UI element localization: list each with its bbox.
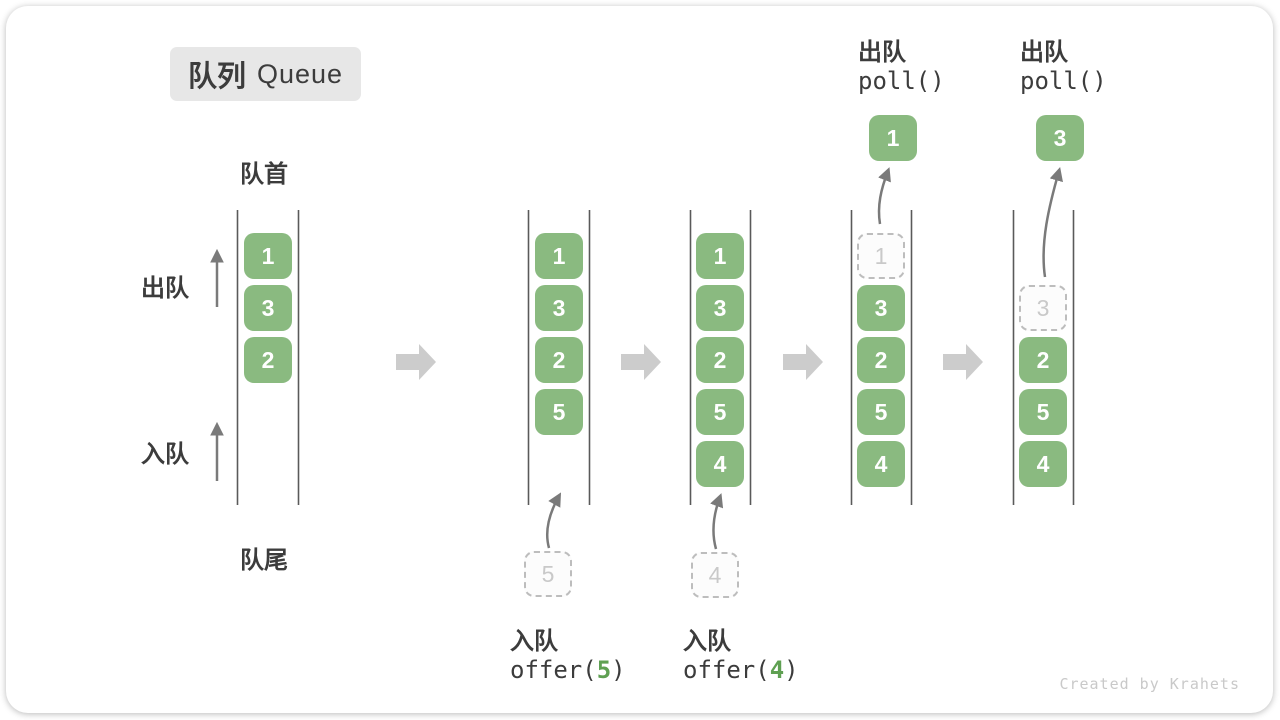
queue-box: 4 xyxy=(857,441,905,487)
title-zh: 队列 xyxy=(187,61,246,93)
poll2-code: poll() xyxy=(1020,67,1107,95)
watermark: Created by Krahets xyxy=(1059,675,1240,693)
out-box: 1 xyxy=(869,115,917,161)
queue-box: 5 xyxy=(1019,389,1067,435)
offer5-label: 入队 xyxy=(510,628,558,655)
label-queue-rear: 队尾 xyxy=(240,547,288,574)
queue-box: 2 xyxy=(1019,337,1067,383)
queue-box: 2 xyxy=(535,337,583,383)
queue-box: 5 xyxy=(535,389,583,435)
poll1-label: 出队 xyxy=(858,39,906,66)
queue-box: 2 xyxy=(244,337,292,383)
queue-box: 4 xyxy=(696,441,744,487)
code-post: ) xyxy=(611,656,626,684)
pending-box: 4 xyxy=(691,552,739,598)
queue-box: 4 xyxy=(1019,441,1067,487)
poll1-code: poll() xyxy=(858,67,945,95)
title-en: Queue xyxy=(256,58,344,89)
title-box: 队列 Queue xyxy=(170,47,361,101)
queue-box: 3 xyxy=(244,285,292,331)
code-arg: 5 xyxy=(596,656,612,684)
label-queue-front: 队首 xyxy=(240,161,288,188)
queue-box: 5 xyxy=(696,389,744,435)
offer4-label: 入队 xyxy=(683,628,731,655)
code-arg: 4 xyxy=(769,656,785,684)
queue-box: 1 xyxy=(244,233,292,279)
queue-box: 1 xyxy=(696,233,744,279)
code-post: ) xyxy=(784,656,799,684)
code-pre: offer( xyxy=(683,656,770,684)
queue-box: 3 xyxy=(535,285,583,331)
queue-box: 2 xyxy=(857,337,905,383)
queue-box: 3 xyxy=(696,285,744,331)
queue-box: 5 xyxy=(857,389,905,435)
offer4-code: offer(4) xyxy=(683,656,799,684)
pending-box: 5 xyxy=(524,551,572,597)
poll2-label: 出队 xyxy=(1020,39,1068,66)
label-enqueue: 入队 xyxy=(141,441,189,468)
queue-box: 2 xyxy=(696,337,744,383)
out-box: 3 xyxy=(1036,115,1084,161)
label-dequeue: 出队 xyxy=(141,275,189,302)
queue-box: 3 xyxy=(857,285,905,331)
queue-box: 1 xyxy=(535,233,583,279)
offer5-code: offer(5) xyxy=(510,656,626,684)
removed-box: 3 xyxy=(1019,285,1067,331)
removed-box: 1 xyxy=(857,233,905,279)
code-pre: offer( xyxy=(510,656,597,684)
